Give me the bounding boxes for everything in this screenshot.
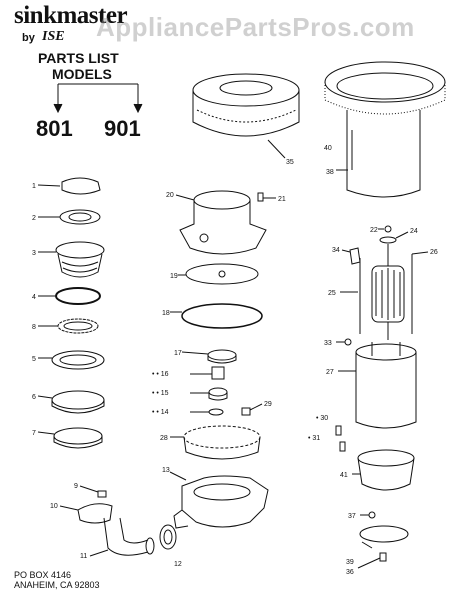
part-5-backup-ring — [38, 318, 99, 334]
label-5: 5 — [32, 356, 36, 363]
part-15-bearing — [190, 387, 228, 401]
label-2: 2 — [32, 215, 36, 222]
brand-logo: ISE — [42, 29, 65, 44]
address-line-2: ANAHEIM, CA 92803 — [14, 580, 100, 590]
part-31-screw — [339, 441, 346, 452]
label-34: 34 — [332, 247, 340, 254]
part-10-flange — [59, 503, 113, 524]
brand-by: by — [22, 32, 35, 44]
label-22: 22 — [370, 227, 378, 234]
label-30: • 30 — [316, 415, 328, 422]
label-13: 13 — [162, 467, 170, 474]
part-13-lower-housing — [169, 471, 269, 529]
part-39-end-cover — [359, 525, 409, 549]
part-37-screw — [360, 511, 376, 519]
label-12: 12 — [174, 561, 182, 568]
part-20-upper-housing — [175, 190, 267, 255]
label-29: 29 — [264, 401, 272, 408]
label-31: • 31 — [308, 435, 320, 442]
label-6: 6 — [32, 394, 36, 401]
label-20: 20 — [166, 192, 174, 199]
part-14-washer — [190, 408, 224, 416]
part-11-elbow — [89, 517, 155, 557]
label-17: 17 — [174, 350, 182, 357]
label-33: 33 — [324, 340, 332, 347]
label-24: 24 — [410, 228, 418, 235]
part-25-armature — [340, 244, 413, 340]
address-line-1: PO BOX 4146 — [14, 570, 72, 580]
label-4: 4 — [32, 294, 36, 301]
models-label: MODELS — [52, 66, 112, 82]
label-19: 19 — [170, 273, 178, 280]
label-8: 8 — [32, 324, 36, 331]
part-24-nut — [379, 231, 409, 244]
label-15: • • 15 — [152, 390, 169, 397]
models-bracket — [53, 83, 143, 114]
label-9: 9 — [74, 483, 78, 490]
part-18-gasket — [170, 303, 263, 329]
part-19-cutter-plate — [178, 263, 259, 285]
part-12-tailpipe-gasket — [159, 524, 177, 550]
model-801: 801 — [36, 116, 73, 141]
watermark: AppliancePartsPros.com — [96, 12, 415, 42]
brand-name: sinkmaster — [14, 2, 128, 29]
part-8-clamp — [37, 427, 103, 449]
label-40: 40 — [324, 145, 332, 152]
parts-list-title: PARTS LIST — [38, 50, 119, 66]
model-901: 901 — [104, 116, 141, 141]
part-29-clip — [241, 403, 263, 416]
part-21-screw — [257, 192, 276, 202]
label-7: 7 — [32, 430, 36, 437]
part-27-stator — [338, 342, 417, 429]
label-21: 21 — [278, 196, 286, 203]
part-9-screw — [79, 485, 107, 498]
label-3: 3 — [32, 250, 36, 257]
label-36: 36 — [346, 569, 354, 576]
label-26: 26 — [430, 249, 438, 256]
part-33-bearing — [336, 338, 352, 346]
label-39: 39 — [346, 559, 354, 566]
part-16-seal — [190, 366, 225, 380]
part-36-screw — [357, 552, 387, 569]
part-labels: 1 2 3 4 8 5 6 7 9 10 11 12 13 • • 14 • •… — [32, 145, 438, 576]
part-35-shroud — [192, 73, 300, 159]
label-41: 41 — [340, 472, 348, 479]
part-17-washer — [181, 349, 237, 364]
part-26-through-bolt — [411, 251, 429, 255]
label-18: 18 — [162, 310, 170, 317]
label-37: 37 — [348, 513, 356, 520]
part-22-washer — [378, 225, 392, 233]
part-30-screw — [335, 425, 342, 436]
part-28-shredder-ring — [170, 425, 261, 460]
part-38-outer-shell — [324, 61, 446, 198]
part-41-lower-end-frame — [352, 449, 415, 491]
part-7-support-ring — [37, 390, 105, 414]
label-28: 28 — [160, 435, 168, 442]
label-25: 25 — [328, 290, 336, 297]
label-38: 38 — [326, 169, 334, 176]
label-1: 1 — [32, 183, 36, 190]
label-11: 11 — [80, 553, 87, 560]
part-2-flange — [38, 209, 101, 225]
part-4-gasket — [38, 287, 101, 305]
part-34-brush — [341, 247, 361, 265]
label-10: 10 — [50, 503, 58, 510]
label-16: • • 16 — [152, 371, 169, 378]
label-27: 27 — [326, 369, 334, 376]
label-14: • • 14 — [152, 409, 169, 416]
label-35: 35 — [286, 159, 294, 166]
part-6-mounting-ring — [38, 350, 105, 370]
part-1-stopper — [37, 177, 101, 195]
part-3-mounting-assembly — [38, 241, 105, 278]
